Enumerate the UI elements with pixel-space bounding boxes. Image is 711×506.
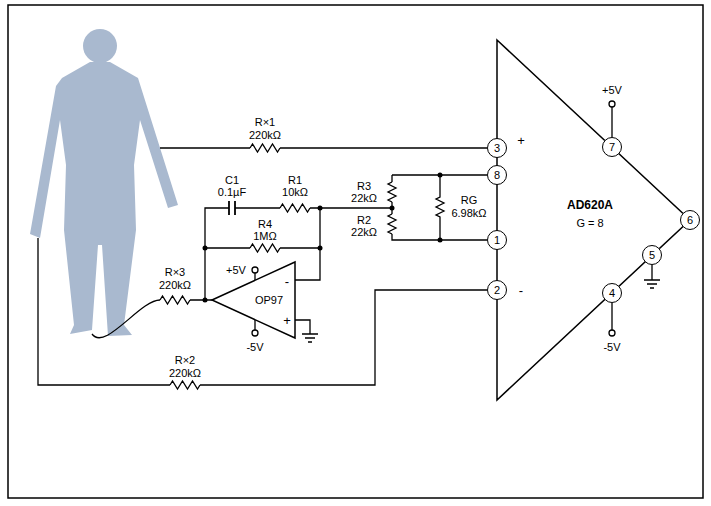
pin-number: 8	[494, 170, 500, 181]
resistor-name: RG	[461, 195, 478, 206]
resistor-gap	[433, 196, 447, 218]
input-sign: -	[519, 284, 523, 297]
pin-circle: 5	[642, 245, 662, 265]
resistor-name: R4	[258, 219, 272, 230]
resistor-symbol	[388, 214, 396, 234]
frame-border	[8, 5, 703, 498]
part-name: AD620A	[567, 199, 613, 211]
resistor-value: 1MΩ	[253, 231, 277, 242]
pin-circle: 7	[602, 137, 622, 157]
resistor-symbol	[160, 296, 190, 304]
wire	[92, 300, 205, 338]
pin-circle: 1	[487, 230, 507, 250]
supply-terminal	[252, 330, 258, 336]
pin-number: 5	[649, 250, 655, 261]
resistor-symbol	[170, 381, 200, 389]
pin-circle: 4	[602, 283, 622, 303]
gain-label: G = 8	[576, 218, 603, 229]
wire	[205, 208, 392, 300]
pin-number: 3	[494, 143, 500, 154]
figure-body	[30, 62, 178, 336]
wire	[38, 238, 487, 385]
resistor-symbol	[250, 244, 280, 252]
resistor-name: R3	[357, 181, 371, 192]
resistor-name: R1	[288, 175, 302, 186]
input-sign: -	[285, 275, 289, 288]
supply-label: +5V	[602, 85, 622, 96]
input-sign: +	[517, 134, 525, 147]
pin-circle: 6	[680, 210, 700, 230]
wire	[440, 175, 487, 240]
opamp-triangle: OP97	[212, 262, 295, 338]
pin-circle: 3	[487, 138, 507, 158]
part-name: OP97	[255, 295, 283, 306]
pin-number: 4	[609, 288, 615, 299]
figure-head	[83, 29, 117, 63]
resistor-value: 6.98kΩ	[451, 208, 486, 219]
resistor-value: 220kΩ	[169, 368, 201, 379]
resistor-symbol	[280, 204, 310, 212]
resistor-symbol	[388, 182, 396, 202]
wire	[205, 208, 320, 280]
resistor-name: R×1	[255, 117, 276, 128]
pin-circle: 8	[487, 165, 507, 185]
resistor-name: R2	[357, 215, 371, 226]
wire	[392, 175, 440, 240]
supply-terminal	[609, 101, 615, 107]
resistor-value: 220kΩ	[159, 280, 191, 291]
ground-symbol	[644, 265, 660, 288]
supply-label: -5V	[246, 342, 263, 353]
junction-dots	[203, 173, 443, 303]
resistor-symbol	[436, 196, 444, 218]
resistor-symbol	[250, 144, 280, 152]
resistor-value: 22kΩ	[351, 193, 377, 204]
supply-label: -5V	[603, 342, 620, 353]
ground-symbol	[295, 320, 318, 342]
resistor-name: R×3	[165, 267, 186, 278]
pin-number: 1	[494, 235, 500, 246]
supply-label: +5V	[226, 265, 246, 276]
capacitor-value: 0.1µF	[218, 187, 246, 198]
pin-number: 6	[687, 215, 693, 226]
triangle-outline	[212, 262, 295, 338]
pin-number: 2	[494, 285, 500, 296]
resistor-value: 22kΩ	[351, 227, 377, 238]
illustration	[30, 29, 660, 389]
resistor-value: 220kΩ	[249, 130, 281, 141]
resistor-value: 10kΩ	[282, 187, 308, 198]
capacitor-name: C1	[225, 175, 239, 186]
triangle-outline	[497, 40, 690, 400]
capacitor-symbol	[229, 201, 235, 215]
wire	[160, 147, 487, 148]
amplifier-triangle: AD620A G = 8 3 7 8 6 1 5 2 4	[497, 40, 690, 400]
pin-circle: 2	[487, 280, 507, 300]
human-figure	[30, 29, 178, 336]
resistor-name: R×2	[175, 355, 196, 366]
input-sign: +	[283, 314, 291, 327]
supply-terminal	[609, 330, 615, 336]
pin-number: 7	[609, 142, 615, 153]
edge-layer	[440, 175, 487, 240]
supply-terminal	[252, 267, 258, 273]
